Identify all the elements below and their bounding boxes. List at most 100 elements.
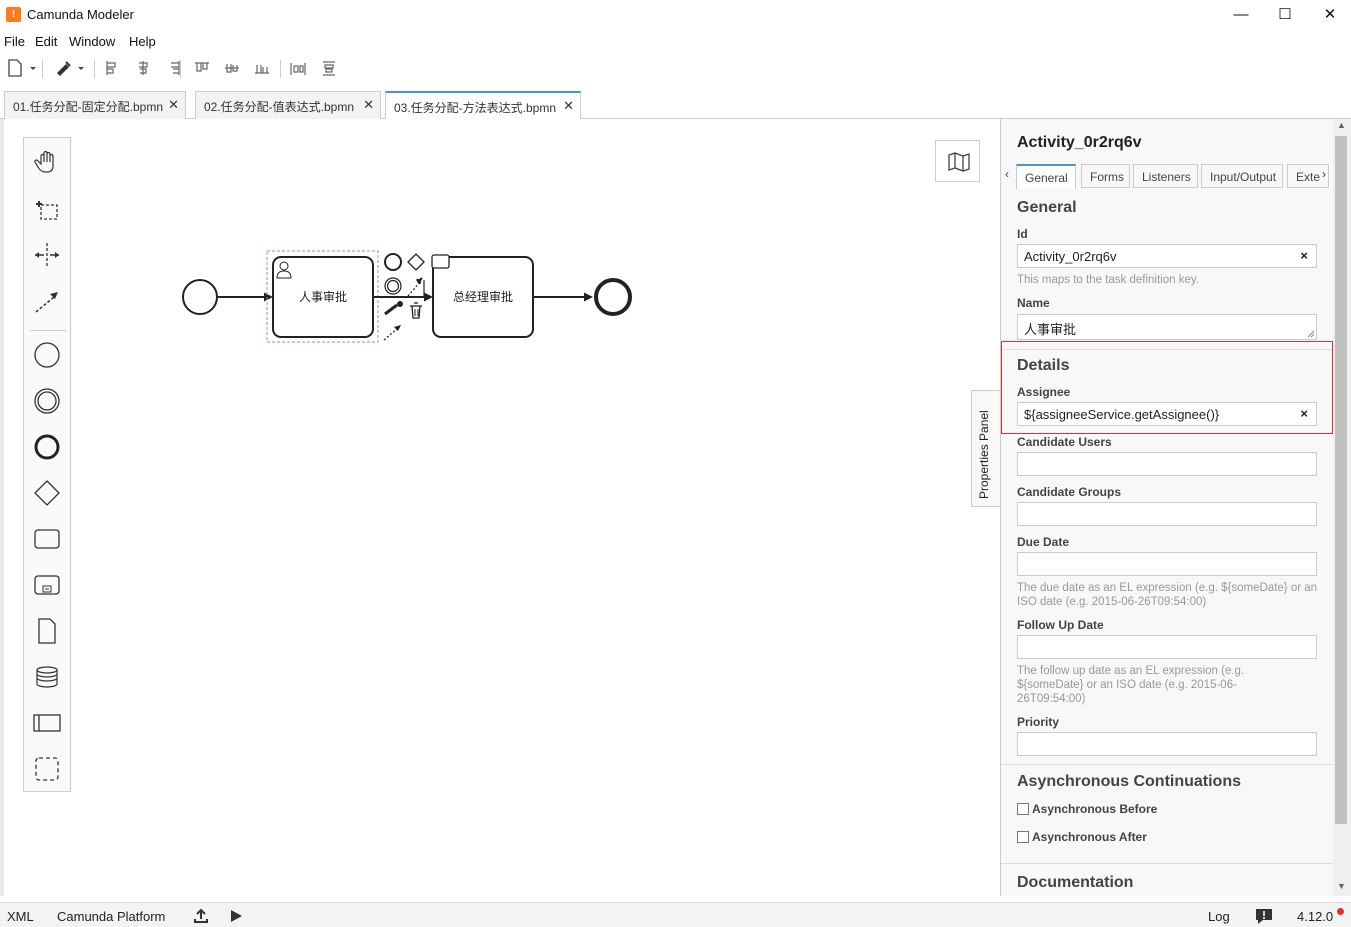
tabs-scroll-left-icon[interactable]: ‹ bbox=[1005, 167, 1009, 181]
close-tab-icon[interactable]: ✕ bbox=[363, 97, 374, 112]
assignee-label: Assignee bbox=[1017, 385, 1071, 399]
due-date-input[interactable] bbox=[1017, 552, 1317, 576]
scroll-up-icon[interactable]: ▲ bbox=[1337, 120, 1346, 130]
edit-tools-icon[interactable] bbox=[54, 58, 86, 78]
data-object-icon[interactable] bbox=[32, 616, 62, 646]
start-instance-play-icon[interactable] bbox=[229, 909, 243, 923]
feedback-icon[interactable] bbox=[1254, 907, 1274, 925]
start-event-icon[interactable] bbox=[32, 340, 62, 370]
tab-file-03[interactable]: 03.任务分配-方法表达式.bpmn ✕ bbox=[385, 91, 581, 120]
new-file-icon[interactable] bbox=[6, 58, 36, 78]
end-event[interactable] bbox=[594, 278, 632, 316]
details-section-header: Details bbox=[1017, 357, 1070, 374]
menu-edit[interactable]: Edit bbox=[35, 34, 58, 49]
gateway-icon[interactable] bbox=[32, 478, 62, 508]
data-store-icon[interactable] bbox=[32, 662, 62, 692]
user-task-icon bbox=[276, 261, 292, 279]
xml-view-button[interactable]: XML bbox=[7, 909, 34, 924]
async-after-checkbox[interactable]: Asynchronous After bbox=[1017, 830, 1147, 844]
tab-general[interactable]: General bbox=[1016, 164, 1076, 189]
hand-tool-icon[interactable] bbox=[32, 148, 62, 178]
section-divider bbox=[1001, 349, 1333, 350]
menu-help[interactable]: Help bbox=[129, 34, 156, 49]
tab-forms[interactable]: Forms bbox=[1081, 164, 1130, 188]
minimize-button[interactable]: — bbox=[1233, 6, 1249, 23]
bpmn-diagram: 人事审批 总经理审批 bbox=[182, 250, 632, 343]
properties-panel-label: Properties Panel bbox=[977, 410, 991, 499]
follow-up-date-label: Follow Up Date bbox=[1017, 618, 1104, 632]
minimap-toggle-button[interactable] bbox=[935, 140, 980, 182]
toolbar-separator bbox=[94, 60, 95, 78]
id-input[interactable]: Activity_0r2rq6v × bbox=[1017, 244, 1317, 268]
candidate-users-input[interactable] bbox=[1017, 452, 1317, 476]
resize-grip-icon[interactable] bbox=[1307, 330, 1315, 338]
connect-icon[interactable] bbox=[383, 327, 399, 341]
tab-file-02[interactable]: 02.任务分配-值表达式.bpmn ✕ bbox=[195, 91, 381, 119]
tab-input-output[interactable]: Input/Output bbox=[1201, 164, 1283, 188]
tabs-scroll-right-icon[interactable]: › bbox=[1322, 167, 1326, 181]
async-before-label: Asynchronous Before bbox=[1032, 802, 1158, 816]
follow-up-date-input[interactable] bbox=[1017, 635, 1317, 659]
file-tabs: 01.任务分配-固定分配.bpmn ✕ 02.任务分配-值表达式.bpmn ✕ … bbox=[0, 86, 1351, 120]
intermediate-event-icon[interactable] bbox=[32, 386, 62, 416]
status-bar: XML Camunda Platform Log 4.12.0 bbox=[0, 902, 1351, 927]
menu-window[interactable]: Window bbox=[69, 34, 116, 49]
align-distribute-icons[interactable] bbox=[104, 58, 344, 78]
flow-arrow bbox=[584, 292, 593, 302]
clear-id-button[interactable]: × bbox=[1300, 248, 1308, 263]
details-highlight-box bbox=[1001, 341, 1333, 434]
id-value: Activity_0r2rq6v bbox=[1024, 249, 1117, 264]
element-id-title: Activity_0r2rq6v bbox=[1017, 134, 1142, 151]
assignee-input[interactable]: ${assigneeService.getAssignee()} × bbox=[1017, 402, 1317, 426]
menu-bar: File Edit Window Help bbox=[0, 31, 1351, 53]
tab-label: 02.任务分配-值表达式.bpmn bbox=[204, 100, 355, 114]
candidate-groups-label: Candidate Groups bbox=[1017, 485, 1122, 499]
lasso-tool-icon[interactable] bbox=[32, 194, 62, 224]
subprocess-icon[interactable] bbox=[32, 570, 62, 600]
close-tab-icon[interactable]: ✕ bbox=[563, 98, 574, 113]
version-label: 4.12.0 bbox=[1297, 909, 1334, 924]
priority-label: Priority bbox=[1017, 715, 1060, 729]
wrench-change-type-icon[interactable] bbox=[384, 303, 398, 316]
delete-trash-icon[interactable] bbox=[410, 302, 422, 319]
group-icon[interactable] bbox=[32, 754, 62, 784]
priority-input[interactable] bbox=[1017, 732, 1317, 756]
maximize-button[interactable]: ☐ bbox=[1278, 6, 1292, 23]
toolbar bbox=[0, 54, 1351, 82]
due-date-help-text: The due date as an EL expression (e.g. $… bbox=[1017, 582, 1318, 608]
engine-platform-button[interactable]: Camunda Platform bbox=[57, 909, 166, 924]
append-task-icon[interactable] bbox=[431, 254, 450, 269]
scrollbar-thumb[interactable] bbox=[1335, 136, 1347, 824]
checkbox-box[interactable] bbox=[1017, 831, 1029, 843]
pool-participant-icon[interactable] bbox=[32, 708, 62, 738]
tab-extensions[interactable]: Exte bbox=[1287, 164, 1329, 188]
scroll-down-icon[interactable]: ▼ bbox=[1337, 881, 1346, 891]
diagram-canvas[interactable] bbox=[0, 119, 1000, 896]
close-window-button[interactable]: ✕ bbox=[1323, 6, 1337, 23]
tab-listeners[interactable]: Listeners bbox=[1133, 164, 1198, 188]
global-connect-tool-icon[interactable] bbox=[32, 286, 62, 316]
text-annotation-icon[interactable] bbox=[407, 277, 423, 297]
clear-assignee-button[interactable]: × bbox=[1300, 406, 1308, 421]
candidate-groups-input[interactable] bbox=[1017, 502, 1317, 526]
follow-up-date-help-text: The follow up date as an EL expression (… bbox=[1017, 665, 1245, 705]
properties-panel-toggle[interactable]: Properties Panel bbox=[971, 390, 1000, 507]
log-button[interactable]: Log bbox=[1208, 909, 1230, 924]
menu-file[interactable]: File bbox=[4, 34, 25, 49]
properties-panel: Activity_0r2rq6v ‹ General Forms Listene… bbox=[1000, 119, 1333, 896]
name-textarea[interactable]: 人事审批 bbox=[1017, 314, 1317, 340]
append-end-event-icon[interactable] bbox=[384, 253, 402, 271]
end-event-icon[interactable] bbox=[32, 432, 62, 462]
deploy-icon[interactable] bbox=[193, 908, 209, 924]
name-value: 人事审批 bbox=[1024, 322, 1077, 337]
id-help-text: This maps to the task definition key. bbox=[1017, 274, 1199, 286]
close-tab-icon[interactable]: ✕ bbox=[168, 97, 179, 112]
append-gateway-icon[interactable] bbox=[407, 253, 425, 271]
checkbox-box[interactable] bbox=[1017, 803, 1029, 815]
tab-file-01[interactable]: 01.任务分配-固定分配.bpmn ✕ bbox=[4, 91, 186, 119]
space-tool-icon[interactable] bbox=[32, 240, 62, 270]
async-before-checkbox[interactable]: Asynchronous Before bbox=[1017, 802, 1157, 816]
tool-palette bbox=[23, 137, 71, 792]
start-event[interactable] bbox=[182, 279, 218, 315]
task-icon[interactable] bbox=[32, 524, 62, 554]
